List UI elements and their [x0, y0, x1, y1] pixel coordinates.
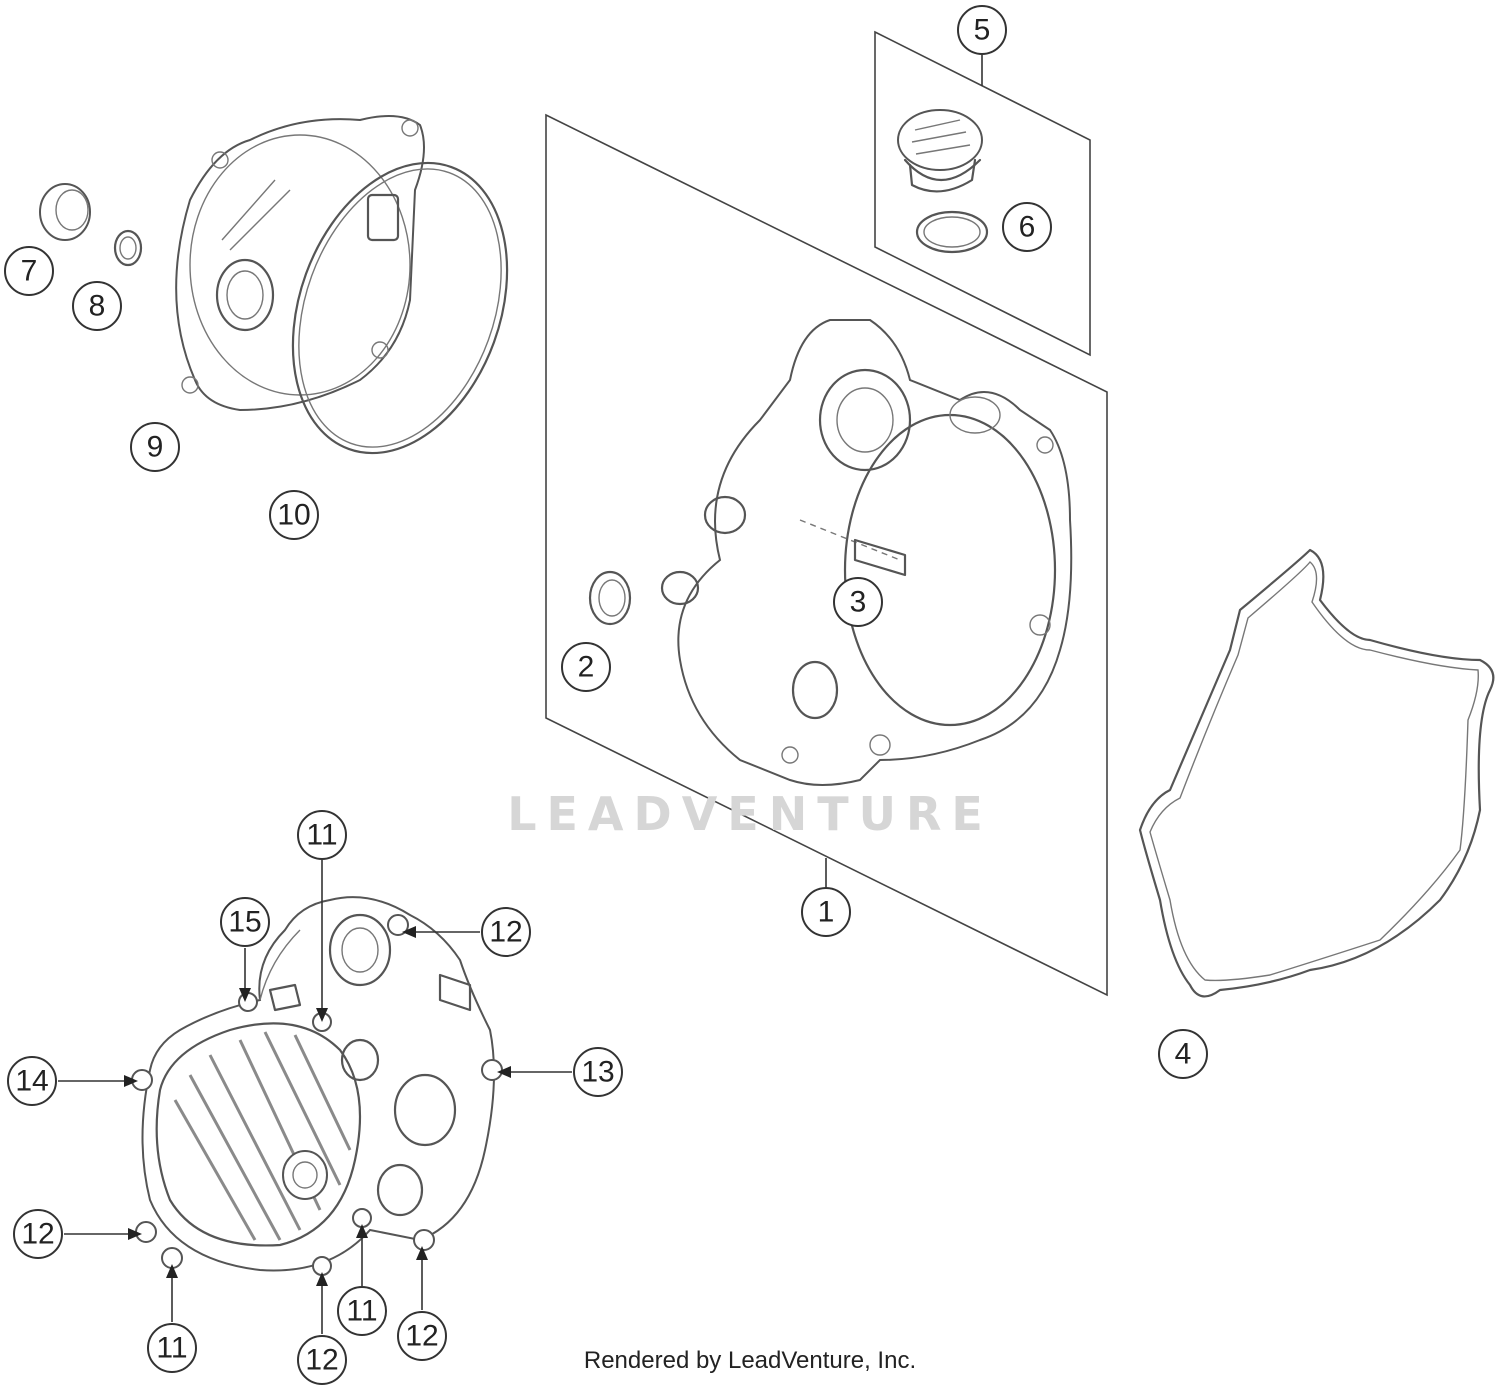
- leader-lines: [58, 860, 572, 1334]
- callout-10: 10: [269, 490, 319, 540]
- svg-text:8: 8: [89, 290, 106, 323]
- svg-text:3: 3: [850, 586, 867, 619]
- callout-12-left: 12: [13, 1209, 63, 1259]
- svg-text:9: 9: [147, 431, 164, 464]
- svg-text:11: 11: [346, 1295, 377, 1328]
- watermark-text: LEADVENTURE: [507, 787, 993, 841]
- assembled-clutch-cover: [131, 896, 503, 1276]
- cover-o-ring: [291, 161, 509, 455]
- screw-plug: [39, 183, 91, 241]
- callout-8: 8: [72, 281, 122, 331]
- callout-4: 4: [1158, 1029, 1208, 1079]
- svg-text:15: 15: [228, 906, 261, 939]
- oil-filler-plug: [897, 109, 983, 193]
- svg-text:14: 14: [15, 1065, 48, 1098]
- svg-text:12: 12: [405, 1320, 438, 1353]
- svg-text:6: 6: [1019, 211, 1036, 244]
- callout-12-bottom-right: 12: [397, 1311, 447, 1361]
- svg-text:11: 11: [156, 1332, 187, 1365]
- svg-text:13: 13: [581, 1056, 614, 1089]
- callout-9: 9: [130, 422, 180, 472]
- svg-text:10: 10: [277, 499, 310, 532]
- svg-text:12: 12: [305, 1344, 338, 1377]
- callout-6: 6: [1002, 202, 1052, 252]
- svg-text:4: 4: [1175, 1038, 1192, 1071]
- svg-text:12: 12: [21, 1218, 54, 1251]
- filler-plug-o-ring: [915, 210, 989, 254]
- callout-2: 2: [561, 642, 611, 692]
- clutch-cover-gasket-inner: [1149, 561, 1479, 982]
- clutch-cover: [660, 319, 1073, 786]
- callout-1: 1: [801, 887, 851, 937]
- svg-text:2: 2: [578, 651, 595, 684]
- callout-5: 5: [957, 5, 1007, 55]
- sealing-washer: [113, 229, 143, 267]
- callout-11-bottom-right: 11: [337, 1286, 387, 1336]
- callout-11-bottom-left: 11: [147, 1323, 197, 1373]
- assembly-bracket-5: [874, 30, 1091, 357]
- callout-3: 3: [833, 577, 883, 627]
- svg-text:7: 7: [21, 255, 38, 288]
- callout-14: 14: [7, 1056, 57, 1106]
- svg-text:11: 11: [306, 819, 337, 852]
- clutch-cover-gasket: [1138, 548, 1495, 998]
- svg-text:1: 1: [818, 896, 835, 929]
- svg-text:12: 12: [489, 916, 522, 949]
- svg-text:5: 5: [974, 14, 991, 47]
- assembly-bracket-1: [545, 113, 1108, 997]
- callout-12-top-right: 12: [481, 907, 531, 957]
- callout-12-bottom: 12: [297, 1335, 347, 1385]
- credit-text: Rendered by LeadVenture, Inc.: [584, 1347, 916, 1374]
- callout-13: 13: [573, 1047, 623, 1097]
- callout-7: 7: [4, 246, 54, 296]
- callout-15: 15: [220, 897, 270, 947]
- callout-11-top: 11: [297, 810, 347, 860]
- shaft-seal-ring: [588, 570, 632, 626]
